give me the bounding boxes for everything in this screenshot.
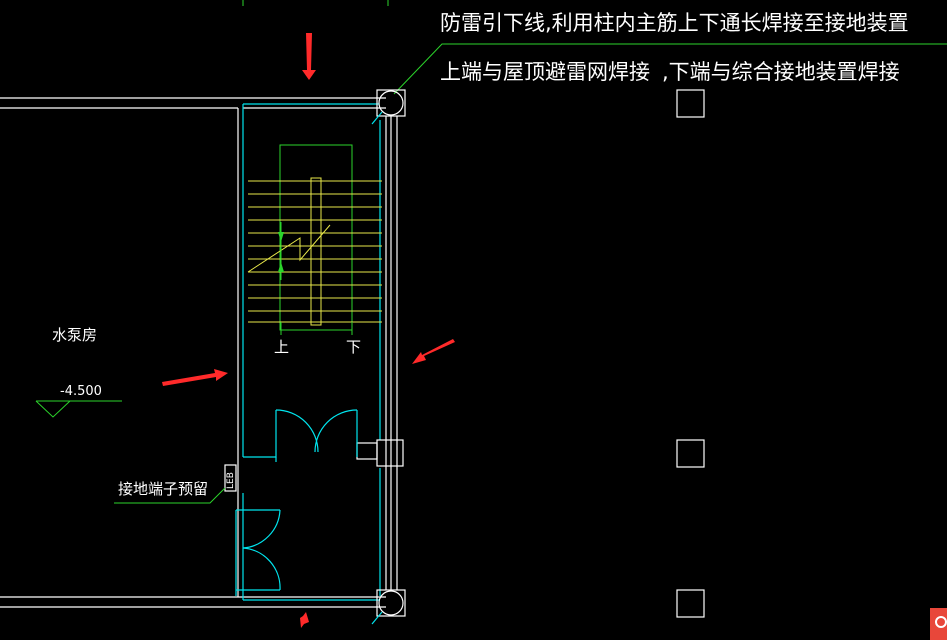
annotation-leader-line [393,43,947,95]
stair-down-label: 下 [346,338,361,356]
red-arrow-left [162,369,228,386]
watermark-logo [930,608,947,640]
column-middle-right [356,439,404,467]
stair-up-label: 上 [274,338,289,356]
stair-treads [248,180,382,323]
column-square [676,439,705,468]
stair-break-line [247,224,331,273]
annotation-note-line1: 防雷引下线,利用柱内主筋上下通长焊接至接地装置 [440,11,909,35]
red-arrow-top [302,33,316,80]
column-top-right [371,89,406,125]
grounding-terminal: LEB 接地端子预留 [114,464,237,504]
right-wall [385,116,398,590]
side-door [236,509,281,591]
pump-room-label: 水泵房 [52,326,97,344]
annotation-note-line2b: ,下端与综合接地装置焊接 [662,60,900,84]
stair-direction-arrows [278,222,353,335]
terminal-label: 接地端子预留 [118,480,208,498]
terminal-tag: LEB [226,472,236,489]
elevation-value: -4.500 [60,384,102,399]
bottom-wall [0,596,386,608]
double-door [243,409,358,462]
annotation-note-line2a: 上端与屋顶避雷网焊接 [440,60,650,84]
column-square [676,589,705,618]
column-square [676,89,705,118]
stair-outline [279,144,353,331]
red-arrow-bottom [300,612,309,628]
elevation-marker: -4.500 [35,384,122,418]
red-arrow-right [412,339,455,364]
stairwell-outline [235,103,381,601]
terminal-leader [114,487,226,504]
top-wall [0,97,386,597]
column-bottom-right [371,589,406,625]
stair-handrail [310,177,322,326]
